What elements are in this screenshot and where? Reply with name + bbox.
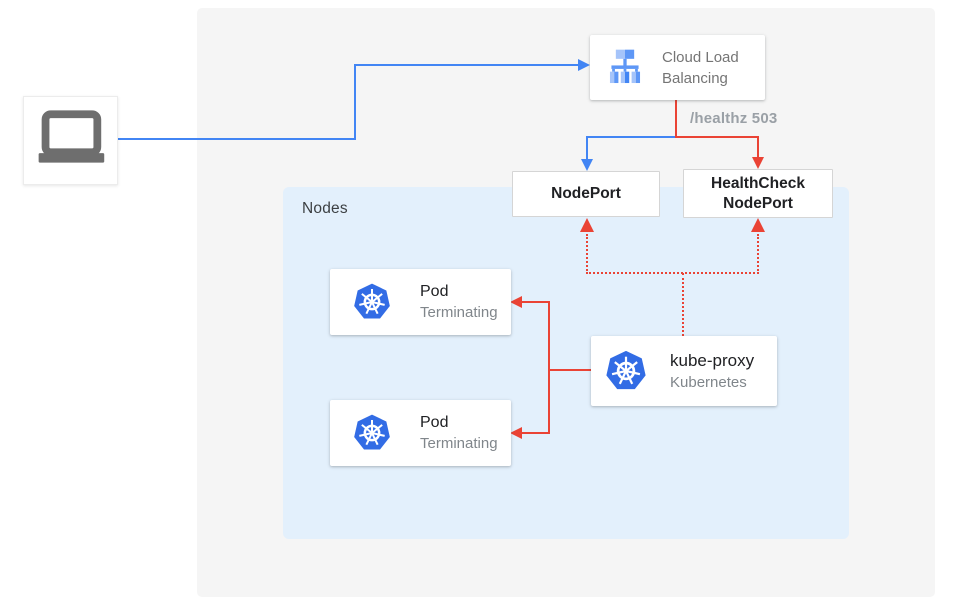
- lb-healthcheck-arrowhead: [752, 157, 764, 169]
- kubernetes-icon: [354, 283, 390, 319]
- nodeport-box: NodePort: [512, 171, 660, 217]
- kubeproxy-to-nodeport-dotted: [586, 234, 588, 274]
- kubernetes-icon: [354, 414, 390, 450]
- client-laptop-card: [23, 96, 118, 185]
- lb-healthcheck-line-horizontal: [675, 136, 759, 138]
- cloud-load-balancing-label: Cloud Load Balancing: [662, 48, 739, 87]
- pod-1-status: Terminating: [420, 304, 498, 321]
- kubernetes-icon: [606, 350, 646, 390]
- lb-to-nodeport-arrowhead: [581, 159, 593, 171]
- kubeproxy-to-pod2-line: [521, 432, 549, 434]
- kubeproxy-to-pod2-arrowhead: [510, 427, 522, 439]
- cloud-load-balancing-icon: [609, 49, 641, 83]
- healthz-503-label: /healthz 503: [690, 110, 778, 127]
- laptop-icon: [38, 109, 104, 163]
- healthcheck-nodeport-label-line1: HealthCheck: [711, 175, 805, 193]
- kube-proxy-title: kube-proxy: [670, 351, 755, 370]
- lb-to-nodeport-line-vertical: [586, 136, 588, 161]
- kubeproxy-dotted-line-horizontal: [586, 272, 759, 274]
- pod-2-title: Pod: [420, 414, 449, 431]
- client-to-lb-line-vertical: [354, 64, 356, 140]
- pod-2-status: Terminating: [420, 435, 498, 452]
- client-to-lb-arrowhead: [578, 59, 590, 71]
- pod-1-title: Pod: [420, 283, 449, 300]
- kubeproxy-to-pod1-line: [521, 301, 549, 303]
- client-to-lb-line-top: [354, 64, 578, 66]
- cloud-load-balancing-card: Cloud Load Balancing: [590, 35, 765, 100]
- kubeproxy-to-pods-line-vertical: [548, 301, 550, 434]
- kube-proxy-subtitle: Kubernetes: [670, 374, 747, 391]
- kubeproxy-to-pod1-arrowhead: [510, 296, 522, 308]
- kubeproxy-to-pods-line-stub: [548, 369, 591, 371]
- kube-proxy-card: kube-proxy Kubernetes: [591, 336, 777, 406]
- pod-2-card: Pod Terminating: [330, 400, 511, 466]
- lb-healthcheck-line-down: [675, 100, 677, 138]
- kubeproxy-to-nodeport-arrowhead: [580, 218, 594, 232]
- kubeproxy-to-healthcheck-arrowhead: [751, 218, 765, 232]
- healthcheck-nodeport-box: HealthCheck NodePort: [683, 169, 833, 218]
- healthcheck-nodeport-label-line2: NodePort: [723, 194, 793, 212]
- kubeproxy-dotted-line-up: [682, 273, 684, 336]
- client-to-lb-line-horizontal: [118, 138, 356, 140]
- nodeport-label: NodePort: [551, 185, 621, 203]
- lb-healthcheck-line-vertical: [757, 136, 759, 159]
- kubeproxy-to-healthcheck-dotted: [757, 234, 759, 274]
- pod-1-card: Pod Terminating: [330, 269, 511, 335]
- nodes-group-label: Nodes: [302, 200, 348, 217]
- lb-to-nodeport-line-horizontal: [586, 136, 676, 138]
